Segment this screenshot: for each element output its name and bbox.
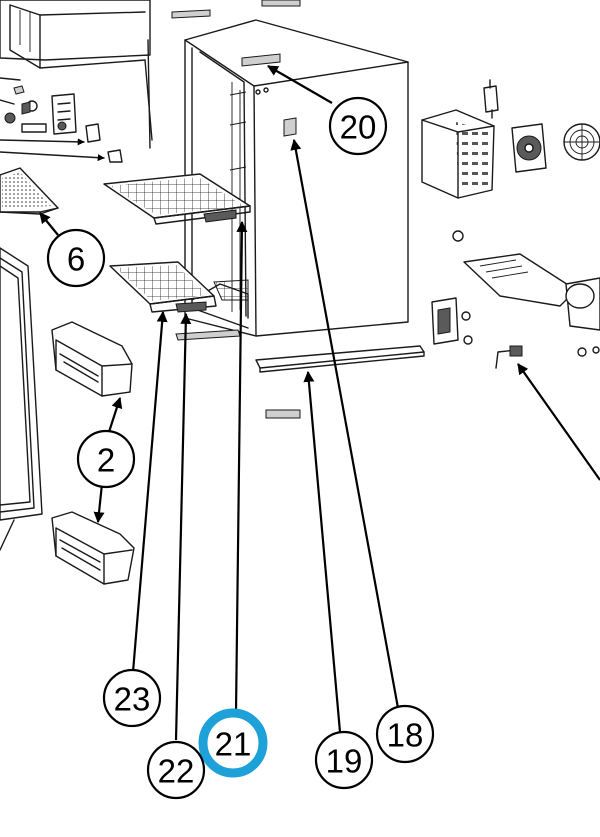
callout-19: 19 [314, 730, 374, 790]
door-bin-upper [51, 321, 133, 397]
condenser-fan-part [511, 123, 547, 173]
control-parts-cluster [0, 77, 123, 163]
callout-label-23: 23 [114, 681, 151, 718]
callout-label-21: 21 [215, 726, 252, 763]
condenser-part [421, 109, 495, 199]
bottom-rail-19 [255, 345, 425, 373]
callout-label-19: 19 [326, 743, 363, 780]
drier-filter-part [483, 79, 499, 119]
door-gasket-part [0, 247, 43, 551]
top-panel-part [0, 0, 153, 149]
valve-part [495, 345, 600, 369]
callout-21: 21 [198, 708, 268, 778]
callout-label-6: 6 [67, 241, 85, 278]
wire-shelf-lower [109, 261, 249, 313]
door-bin-lower [51, 511, 135, 585]
small-plate-part [265, 409, 301, 419]
callout-label-22: 22 [158, 753, 195, 790]
callout-label-2: 2 [97, 442, 115, 479]
callout-23: 23 [102, 668, 162, 728]
callout-6: 6 [46, 228, 106, 288]
callout-label-20: 20 [340, 109, 377, 146]
wire-shelf-upper [103, 173, 251, 225]
fan-guard-part [563, 123, 600, 161]
callout-18: 18 [375, 704, 435, 764]
leader-lines [39, 65, 600, 741]
callout-label-18: 18 [387, 717, 424, 754]
callout-20: 20 [328, 96, 388, 156]
small-bracket-top [171, 0, 301, 19]
compressor-part [565, 277, 600, 331]
crisper-cover-part [0, 167, 59, 215]
callout-22: 22 [146, 740, 206, 800]
callout-2: 2 [76, 429, 136, 489]
relay-box-part [431, 297, 473, 345]
compressor-plate-part [452, 230, 577, 307]
